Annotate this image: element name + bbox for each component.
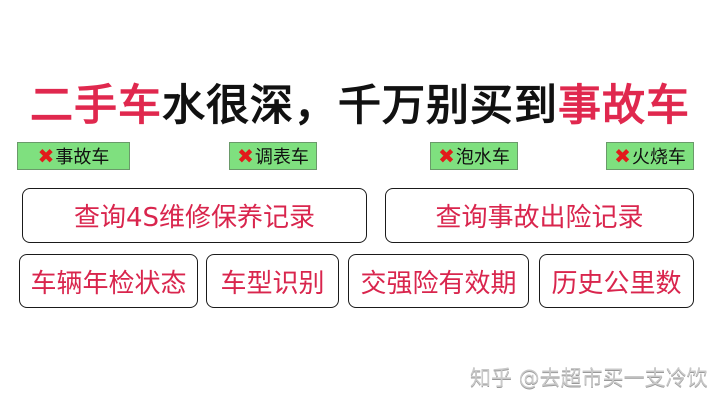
box-compulsory-insurance-validity: 交强险有效期 — [348, 254, 529, 308]
headline-middle: 水很深，千万别买到 — [162, 81, 558, 131]
box-maintenance-records: 查询4S维修保养记录 — [22, 188, 367, 243]
tag-label: 事故车 — [55, 147, 110, 168]
tag-label: 火烧车 — [631, 147, 686, 168]
cross-icon: ✖ — [237, 144, 254, 168]
box-annual-inspection-status: 车辆年检状态 — [19, 254, 198, 308]
headline-highlight-2: 事故车 — [558, 81, 690, 131]
tag-flood-car: ✖ 泡水车 — [430, 142, 518, 170]
cross-icon: ✖ — [37, 144, 55, 168]
tag-fire-car: ✖ 火烧车 — [606, 142, 694, 170]
cross-icon: ✖ — [438, 144, 455, 168]
box-mileage-history: 历史公里数 — [539, 254, 694, 308]
watermark: 知乎 @去超市买一支冷饮 — [470, 366, 708, 390]
tag-odometer-tampered-car: ✖ 调表车 — [229, 142, 317, 170]
tag-label: 调表车 — [254, 147, 309, 168]
tag-accident-car: ✖ 事故车 — [17, 142, 130, 170]
tag-label: 泡水车 — [455, 147, 510, 168]
box-accident-claim-records: 查询事故出险记录 — [385, 188, 694, 243]
headline-highlight-1: 二手车 — [30, 81, 162, 131]
cross-icon: ✖ — [614, 144, 631, 168]
headline: 二手车水很深，千万别买到事故车 — [0, 78, 720, 134]
box-model-identification: 车型识别 — [206, 254, 339, 308]
